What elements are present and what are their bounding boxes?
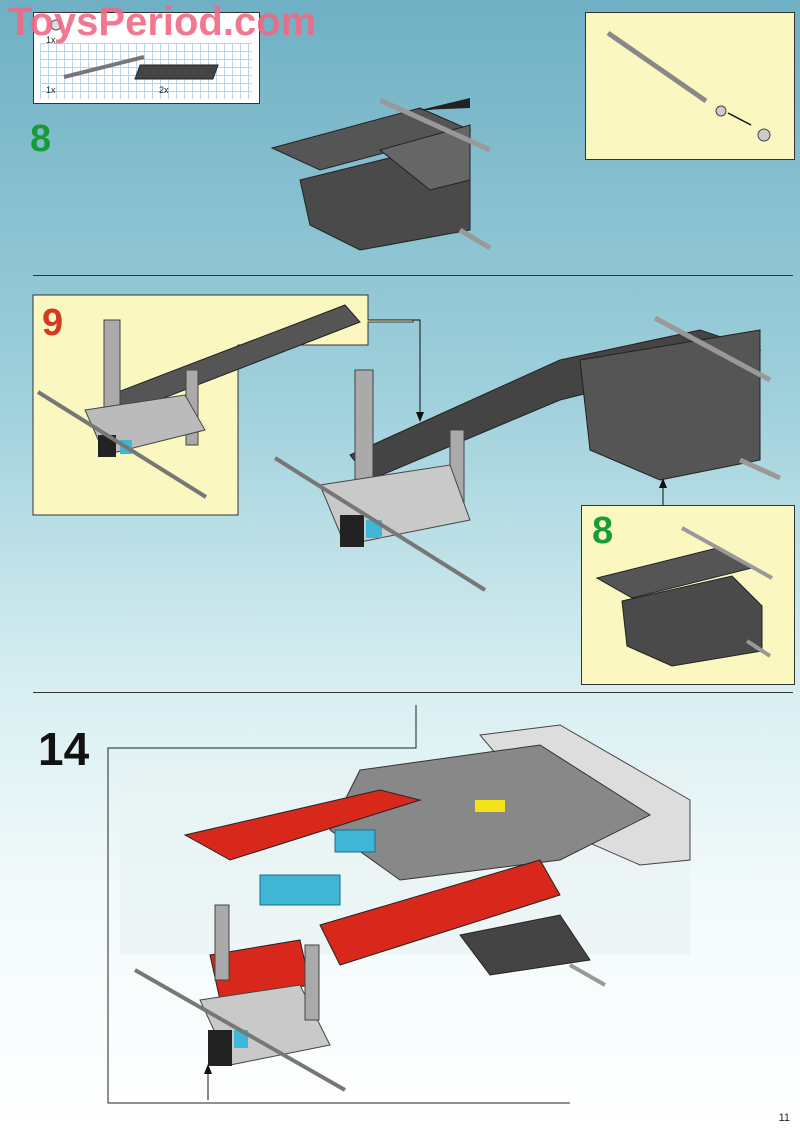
step-8-sub-callout [581,505,795,685]
parts-illustration [50,19,219,80]
step-9-callout-frame [32,294,414,516]
page-number: 11 [778,1112,790,1124]
step-divider [33,692,793,693]
step-number-8: 8 [30,118,52,160]
axle-callout-illustration [606,30,771,142]
step-8-callout [585,12,795,160]
parts-list-box: 1x 1x 2x [33,12,260,104]
parts-qty-label: 1x [46,35,56,45]
step-number-8-sub: 8 [592,510,614,552]
parts-qty-label: 2x [159,85,169,95]
watermark-text: ToysPeriod.com [8,0,317,44]
step-number-9: 9 [42,302,64,344]
step-8-assembly [270,97,492,251]
step-9-callout-illustration [36,304,361,499]
step-divider [33,275,793,276]
step-number-14: 14 [38,723,90,775]
step-9-assembly [273,315,782,592]
parts-qty-label: 1x [46,85,56,95]
step-8-sub-illustration [595,526,773,667]
